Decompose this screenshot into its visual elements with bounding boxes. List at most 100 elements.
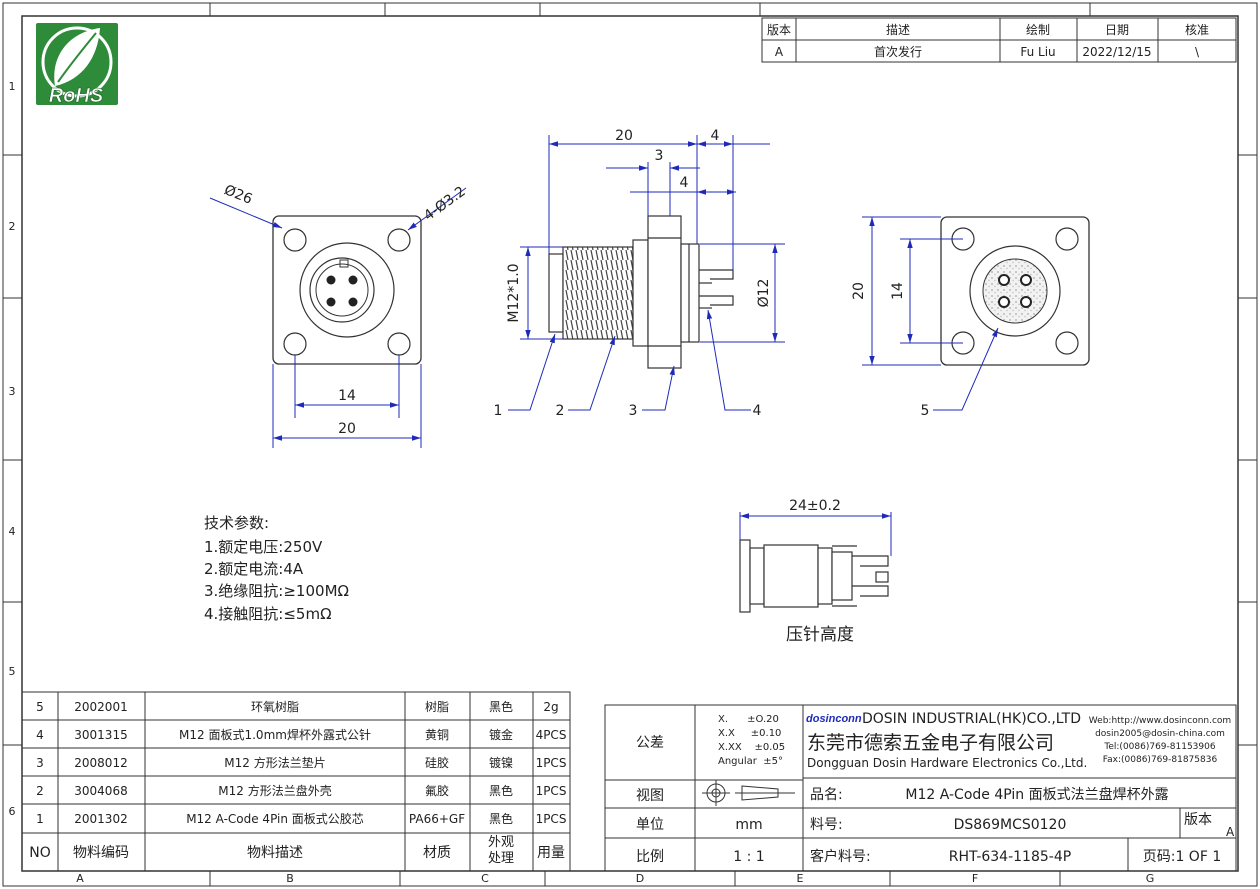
- dim-rear-20: 20: [851, 282, 867, 300]
- zone-letter: D: [636, 872, 644, 885]
- dim-side-4-top: 4: [711, 128, 720, 144]
- side-view: [548, 215, 734, 369]
- tolerance-line: X.X ±0.10: [718, 728, 781, 739]
- unit-label: 单位: [636, 817, 664, 833]
- unit-value: mm: [735, 817, 762, 833]
- customer-part-label: 客户料号:: [810, 848, 871, 865]
- bom-header: 用量: [537, 845, 565, 861]
- bom-cell: M12 面板式1.0mm焊杯外露式公针: [179, 727, 371, 742]
- dim-rear-14: 14: [890, 282, 906, 300]
- bom-cell: 镀镍: [489, 756, 513, 770]
- bom-cell: M12 方形法兰垫片: [224, 755, 325, 770]
- company-email: dosin2005@dosin-china.com: [1095, 729, 1225, 739]
- rev-header: 日期: [1105, 23, 1129, 37]
- bom-cell: 2001302: [74, 812, 127, 826]
- company-name-cn: 东莞市德索五金电子有限公司: [807, 732, 1054, 754]
- callout-1: 1: [494, 403, 503, 419]
- rev-cell: 2022/12/15: [1082, 45, 1151, 59]
- callout-5: 5: [921, 403, 930, 419]
- bom-cell: 黑色: [489, 700, 513, 714]
- scale-label: 比例: [636, 849, 664, 865]
- zone-letters: A B C D E F G: [76, 872, 1154, 885]
- product-name-label: 品名:: [810, 787, 843, 803]
- tech-param-item: 4.接触阻抗:≤5mΩ: [204, 605, 332, 623]
- bom-cell: 1: [36, 812, 44, 826]
- zone-number: 4: [9, 525, 16, 538]
- scale-value: 1 : 1: [733, 849, 764, 865]
- dim-side-4-mid: 4: [680, 175, 689, 191]
- bom-header: 物料编码: [73, 845, 129, 861]
- dim-front-20: 20: [338, 421, 356, 437]
- bom-cell: 黄铜: [425, 727, 449, 742]
- bom-header-finish: 外观处理: [488, 835, 514, 866]
- dim-diameter-12: Ø12: [756, 279, 772, 308]
- bom-cell: 3001315: [74, 728, 127, 742]
- tolerance-line: Angular ±5°: [718, 756, 783, 767]
- bom-cell: 3: [36, 756, 44, 770]
- zone-number: 2: [9, 220, 16, 233]
- bom-header: NO: [29, 845, 51, 861]
- bom-cell: 2: [36, 784, 44, 798]
- tolerance-label: 公差: [636, 735, 664, 751]
- rohs-label: RoHS: [49, 85, 104, 107]
- page-label: 页码:1 OF 1: [1143, 849, 1222, 865]
- tech-param-item: 2.额定电流:4A: [204, 560, 304, 578]
- front-view-dimensions: [209, 187, 467, 448]
- pin-height-caption: 压针高度: [786, 625, 854, 645]
- zone-numbers: 1 2 3 4 5 6: [9, 80, 16, 818]
- bom-table: 5 2002001 环氧树脂 树脂 黑色 2g 4 3001315 M12 面板…: [21, 691, 571, 872]
- customer-part-value: RHT-634-1185-4P: [949, 849, 1071, 865]
- bom-cell: 4PCS: [536, 728, 567, 742]
- rev-cell: A: [775, 45, 784, 59]
- bom-cell: 2g: [543, 700, 558, 714]
- tolerance-line: X. ±O.20: [718, 714, 779, 725]
- revision-value: A: [1226, 825, 1235, 839]
- zone-letter: G: [1146, 872, 1155, 885]
- company-web: Web:http://www.dosinconn.com: [1089, 716, 1231, 726]
- bom-cell: M12 方形法兰盘外壳: [218, 783, 331, 798]
- zone-letter: B: [286, 872, 294, 885]
- bom-cell: 2008012: [74, 756, 127, 770]
- tech-params-title: 技术参数:: [204, 514, 269, 532]
- tech-param-item: 1.额定电压:250V: [204, 538, 323, 556]
- part-number-label: 料号:: [810, 817, 843, 833]
- zone-letter: F: [972, 872, 978, 885]
- bom-cell: 5: [36, 700, 44, 714]
- rev-header: 绘制: [1026, 22, 1050, 37]
- tech-param-item: 3.绝缘阻抗:≥100MΩ: [204, 582, 349, 600]
- rear-view-dimensions: [862, 216, 999, 411]
- projection-symbol: [702, 780, 795, 806]
- company-name-en: Dongguan Dosin Hardware Electronics Co.,…: [807, 756, 1087, 770]
- product-name-value: M12 A-Code 4Pin 面板式法兰盘焊杯外露: [905, 786, 1168, 803]
- bom-cell: 树脂: [425, 699, 449, 714]
- rev-header: 描述: [886, 23, 910, 37]
- view-label: 视图: [636, 788, 664, 804]
- zone-number: 1: [9, 80, 16, 93]
- rear-view: [940, 216, 1090, 366]
- bom-header: 物料描述: [247, 845, 303, 861]
- company-fax: Fax:(0086)769-81875836: [1103, 755, 1218, 765]
- bom-cell: 1PCS: [536, 784, 567, 798]
- dim-holes: 4-Ø3.2: [421, 184, 469, 225]
- rev-header: 版本: [767, 23, 791, 37]
- bom-cell: M12 A-Code 4Pin 面板式公胶芯: [186, 811, 364, 826]
- dim-pin-height: 24±0.2: [789, 498, 841, 514]
- dim-front-14: 14: [338, 388, 356, 404]
- bom-header: 外观: [488, 835, 514, 850]
- zone-number: 6: [9, 805, 16, 818]
- zone-number: 5: [9, 665, 16, 678]
- revision-table: 版本 描述 绘制 日期 核准 A 首次发行 Fu Liu 2022/12/15 …: [761, 17, 1237, 63]
- company-logo: dosinconn: [806, 713, 862, 725]
- dim-side-3: 3: [655, 148, 664, 164]
- rev-header: 核准: [1185, 23, 1209, 37]
- zone-letter: E: [797, 872, 804, 885]
- pin-height-view: [739, 539, 889, 613]
- bom-cell: 4: [36, 728, 44, 742]
- rev-cell: \: [1195, 45, 1200, 59]
- dim-thread: M12*1.0: [506, 263, 522, 322]
- bom-cell: PA66+GF: [409, 812, 465, 826]
- zone-letter: C: [481, 872, 489, 885]
- bom-cell: 硅胶: [425, 755, 449, 770]
- revision-label: 版本: [1184, 812, 1212, 828]
